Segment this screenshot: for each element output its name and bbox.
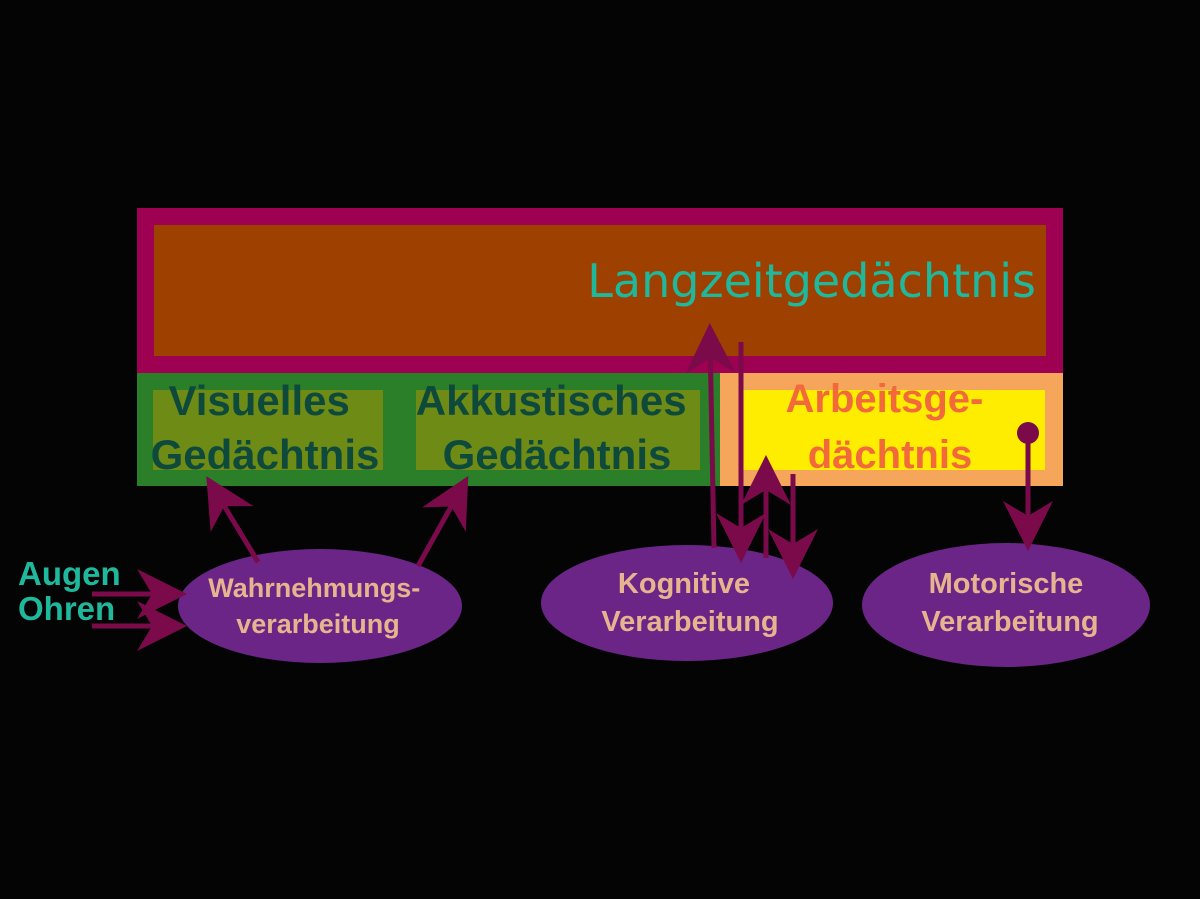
visual-memory-inner (153, 390, 383, 470)
working-memory-connector-dot (1017, 422, 1039, 444)
working-memory-inner (743, 390, 1045, 470)
long-term-memory-label: Langzeitgedächtnis (587, 254, 1036, 308)
visual-memory-label: Visuelles Gedächtnis (151, 377, 380, 478)
working-memory-label: Arbeitsge- dächtnis (786, 377, 995, 477)
perception-to-acoustic-arrow (415, 475, 469, 568)
perception-to-visual-arrow (206, 476, 261, 564)
perception-processing-label: Wahrnehmungs- verarbeitung (208, 573, 428, 639)
motor-processing-label: Motorische Verarbeitung (921, 568, 1098, 638)
cognitive-processing-label: Kognitive Verarbeitung (601, 568, 778, 638)
arrows (92, 323, 1053, 651)
acoustic-memory-inner (416, 390, 700, 470)
acoustic-memory-label: Akkustisches Gedächtnis (416, 377, 698, 478)
cognitive-to-ltm-arrow (685, 323, 736, 549)
cognitive-processing-node (541, 545, 833, 661)
perception-processing-node (178, 549, 462, 663)
motor-processing-node (862, 543, 1150, 667)
long-term-memory-box (154, 225, 1046, 356)
eyes-input-label: Augen (18, 555, 121, 592)
